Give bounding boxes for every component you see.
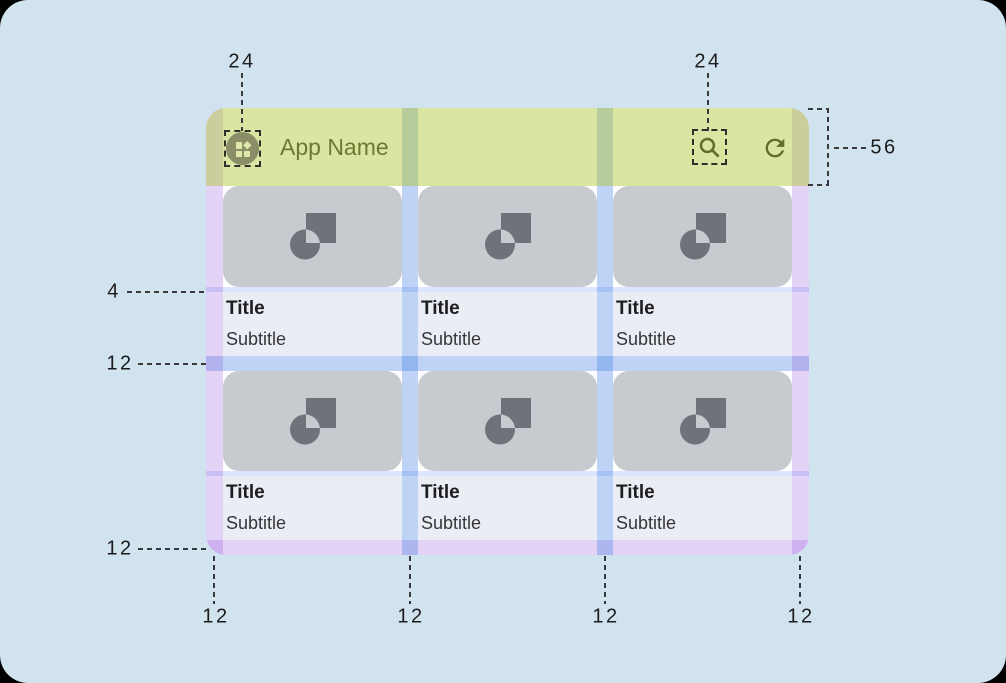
leading-icon-bounds: [224, 130, 261, 167]
margin-overlay-left: [206, 108, 223, 555]
card-image-placeholder: [613, 371, 792, 471]
card-text-block: Title Subtitle: [223, 476, 402, 540]
gutter-overlay-1: [402, 108, 418, 555]
annotation-leader-line: [213, 556, 215, 604]
card[interactable]: Title Subtitle: [223, 371, 402, 540]
annotation-leader-line: [707, 73, 709, 131]
annotation-leader-line: [409, 556, 411, 604]
annotation-gutter-2-width: 12: [592, 605, 620, 628]
app-bar-title: App Name: [280, 134, 389, 160]
annotation-leader-line: [834, 147, 867, 149]
image-text-gap-overlay-row1: [206, 287, 809, 292]
annotation-leader-line: [241, 73, 243, 131]
card-title: Title: [226, 298, 265, 319]
annotation-bracket-top: [808, 108, 829, 110]
annotation-image-text-gap: 4: [107, 280, 121, 303]
annotation-leader-line: [799, 556, 801, 604]
card-text-block: Title Subtitle: [613, 292, 792, 356]
refresh-button[interactable]: [761, 134, 789, 162]
image-placeholder-icon: [679, 213, 726, 260]
app-bar: App Name: [206, 108, 809, 186]
image-placeholder-icon: [484, 213, 531, 260]
card-subtitle: Subtitle: [226, 329, 287, 349]
card-text-block: Title Subtitle: [613, 476, 792, 540]
card-title: Title: [421, 482, 460, 503]
card-text-block: Title Subtitle: [223, 292, 402, 356]
margin-overlay-right: [792, 108, 809, 555]
image-placeholder-icon: [289, 397, 336, 444]
annotation-leader-line: [127, 291, 206, 293]
card-subtitle: Subtitle: [226, 513, 287, 533]
bottom-margin-overlay: [206, 540, 809, 555]
card-title: Title: [226, 482, 265, 503]
card-subtitle: Subtitle: [616, 513, 677, 533]
annotation-bracket-bottom: [808, 184, 829, 186]
annotation-app-bar-height: 56: [870, 136, 898, 159]
card-image-placeholder: [613, 186, 792, 287]
annotation-action-icon-size: 24: [694, 50, 722, 73]
row-gap-overlay: [206, 356, 809, 371]
card-subtitle: Subtitle: [421, 329, 482, 349]
image-placeholder-icon: [679, 397, 726, 444]
annotation-leader-line: [138, 548, 206, 550]
card-text-block: Title Subtitle: [418, 292, 597, 356]
card-image-placeholder: [223, 186, 402, 287]
annotation-margin-left-width: 12: [202, 605, 230, 628]
app-mockup: Title Subtitle Title Subtitle: [206, 108, 809, 555]
card[interactable]: Title Subtitle: [613, 186, 792, 356]
card-image-placeholder: [418, 371, 597, 471]
app-icon-button[interactable]: [226, 132, 259, 165]
search-icon[interactable]: [697, 135, 722, 160]
card-subtitle: Subtitle: [421, 513, 482, 533]
card-image-placeholder: [223, 371, 402, 471]
annotation-leader-line: [138, 363, 206, 365]
card[interactable]: Title Subtitle: [223, 186, 402, 356]
card-subtitle: Subtitle: [616, 329, 677, 349]
annotation-leading-icon-size: 24: [228, 50, 256, 73]
image-placeholder-icon: [484, 397, 531, 444]
card[interactable]: Title Subtitle: [613, 371, 792, 540]
annotation-margin-right-width: 12: [787, 605, 815, 628]
card[interactable]: Title Subtitle: [418, 186, 597, 356]
card-title: Title: [421, 298, 460, 319]
annotation-row-spacing: 12: [106, 352, 134, 375]
annotation-leader-line: [604, 556, 606, 604]
gutter-overlay-2: [597, 108, 613, 555]
card-title: Title: [616, 482, 655, 503]
image-text-gap-overlay-row2: [206, 471, 809, 476]
action-icon-bounds: [692, 129, 727, 165]
annotation-bracket-side: [827, 108, 829, 186]
app-grid-icon: [235, 140, 251, 157]
image-placeholder-icon: [289, 213, 336, 260]
card-image-placeholder: [418, 186, 597, 287]
card-text-block: Title Subtitle: [418, 476, 597, 540]
refresh-icon: [765, 138, 785, 158]
card-title: Title: [616, 298, 655, 319]
annotation-gutter-1-width: 12: [397, 605, 425, 628]
annotation-bottom-margin: 12: [106, 537, 134, 560]
card[interactable]: Title Subtitle: [418, 371, 597, 540]
